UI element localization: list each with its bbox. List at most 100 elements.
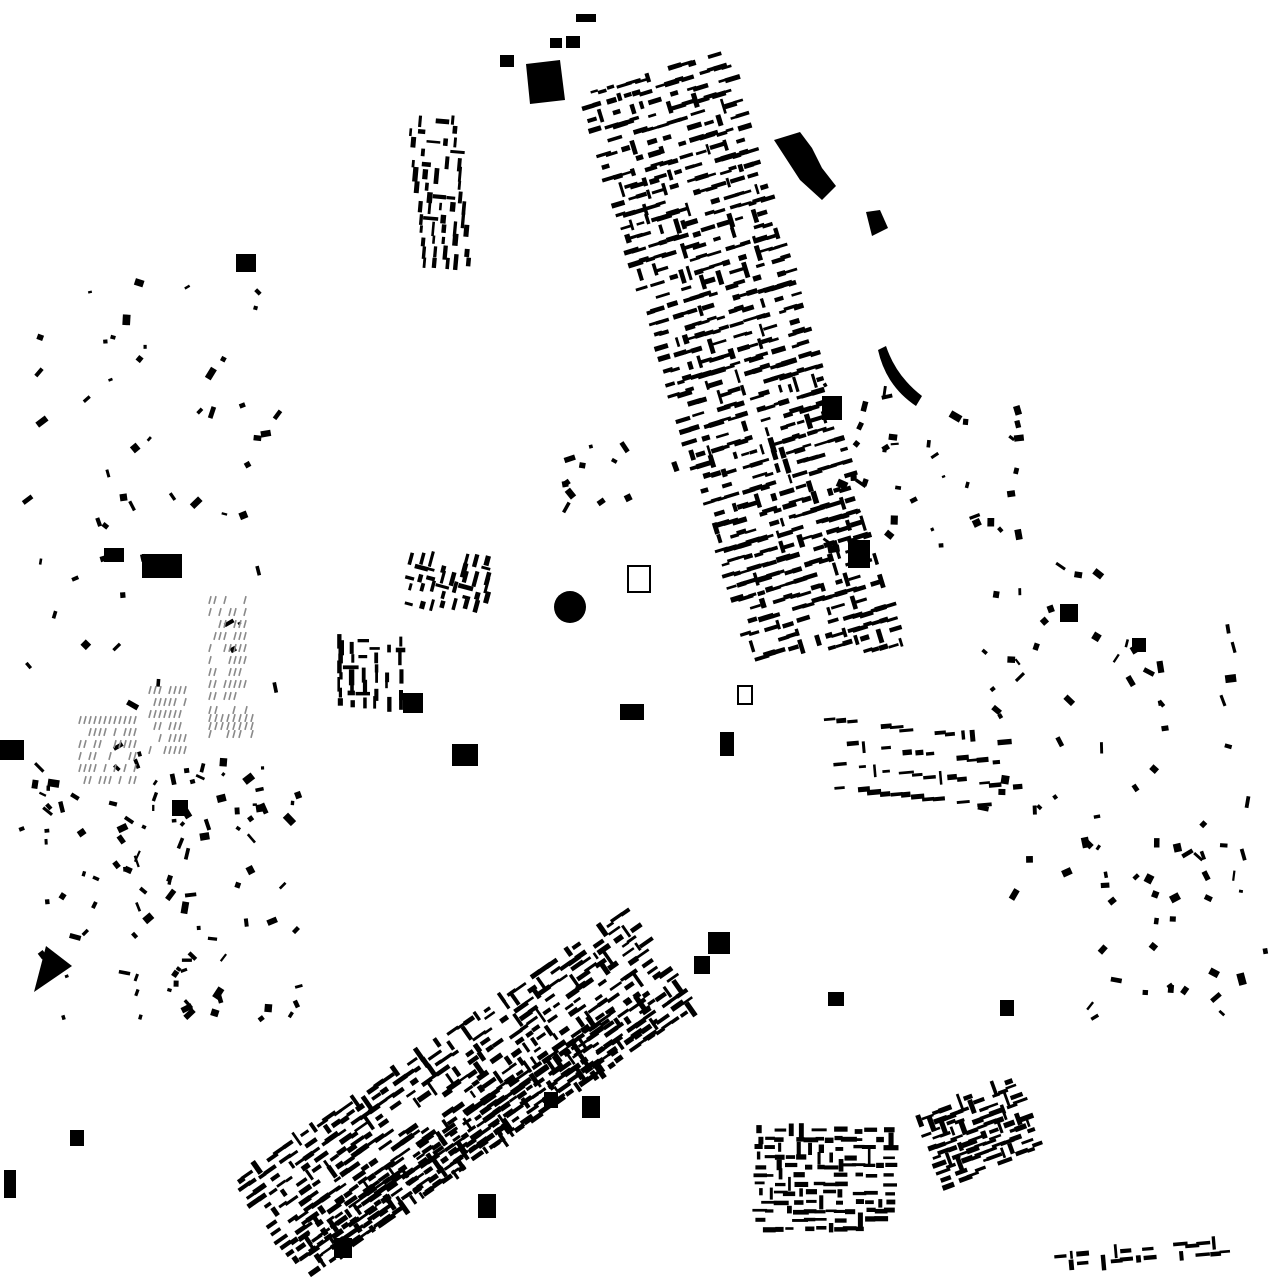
building (521, 1060, 533, 1074)
building (1169, 916, 1176, 922)
building-faint (173, 733, 177, 743)
building (861, 478, 869, 487)
building (413, 1065, 422, 1073)
building (264, 1003, 273, 1013)
building (223, 618, 235, 628)
building (788, 1176, 791, 1191)
building-faint (118, 739, 122, 749)
building (544, 957, 559, 970)
building (770, 492, 778, 502)
building (845, 548, 853, 554)
building (1119, 1256, 1134, 1262)
building (311, 1179, 321, 1188)
building (184, 284, 191, 290)
building (837, 1189, 843, 1198)
building (602, 1020, 615, 1031)
building (419, 552, 426, 565)
building (348, 1183, 360, 1193)
building (834, 1126, 848, 1132)
building (491, 1107, 502, 1117)
building (1172, 1241, 1188, 1247)
building (119, 493, 128, 502)
building (92, 875, 100, 882)
building (658, 224, 665, 235)
building (1153, 917, 1159, 925)
building (535, 1008, 547, 1023)
building (843, 470, 858, 479)
building (1036, 804, 1043, 811)
building (864, 1127, 878, 1132)
building (1238, 889, 1244, 894)
building (628, 207, 645, 217)
building (392, 1073, 408, 1087)
building-faint (173, 685, 177, 695)
building (696, 396, 708, 405)
building (1095, 844, 1102, 851)
building (835, 525, 848, 534)
building (785, 1227, 794, 1230)
building (872, 764, 877, 778)
building (453, 137, 458, 148)
building (388, 1168, 403, 1180)
building (703, 119, 715, 126)
building (787, 1205, 792, 1214)
building (782, 267, 798, 275)
building (1076, 1260, 1089, 1266)
building (838, 1159, 844, 1172)
building (533, 1046, 542, 1053)
building (61, 1014, 66, 1021)
building (152, 804, 155, 812)
building (44, 838, 48, 845)
building (833, 761, 847, 767)
building (1148, 941, 1159, 952)
building (921, 1113, 934, 1121)
building (636, 268, 644, 282)
building (966, 758, 979, 763)
building (758, 1136, 764, 1145)
building (595, 150, 612, 159)
building (387, 644, 391, 653)
building (1125, 675, 1136, 688)
building (257, 1192, 268, 1202)
building (855, 478, 867, 489)
building (410, 1163, 423, 1174)
dense-building-fabric (18, 51, 1269, 1278)
building (95, 517, 103, 527)
building (1167, 984, 1175, 994)
building (481, 1076, 497, 1089)
building (986, 1152, 1003, 1162)
building (607, 1008, 617, 1016)
building (568, 973, 581, 988)
building (291, 1255, 300, 1265)
building (967, 1098, 977, 1115)
building (499, 1014, 510, 1024)
building (597, 978, 608, 987)
building (774, 295, 784, 303)
building (558, 1025, 571, 1036)
building (382, 1176, 392, 1185)
building (1008, 888, 1020, 901)
building (404, 1191, 413, 1199)
building-square (582, 1096, 600, 1118)
building-faint (223, 631, 227, 641)
building (727, 386, 741, 395)
building (632, 972, 645, 988)
building (870, 579, 881, 587)
building (709, 141, 725, 150)
building (1054, 1254, 1067, 1259)
building (496, 991, 507, 1003)
building (326, 1201, 342, 1215)
building (530, 1036, 539, 1047)
building-faint (220, 713, 224, 723)
building (272, 1144, 287, 1156)
building (824, 631, 834, 639)
building (563, 945, 574, 958)
building (446, 1116, 458, 1126)
building (777, 634, 790, 642)
building (680, 285, 692, 292)
building-faint (83, 715, 87, 725)
building (502, 1000, 511, 1010)
building (818, 557, 830, 565)
building (782, 621, 795, 629)
building (859, 515, 867, 532)
